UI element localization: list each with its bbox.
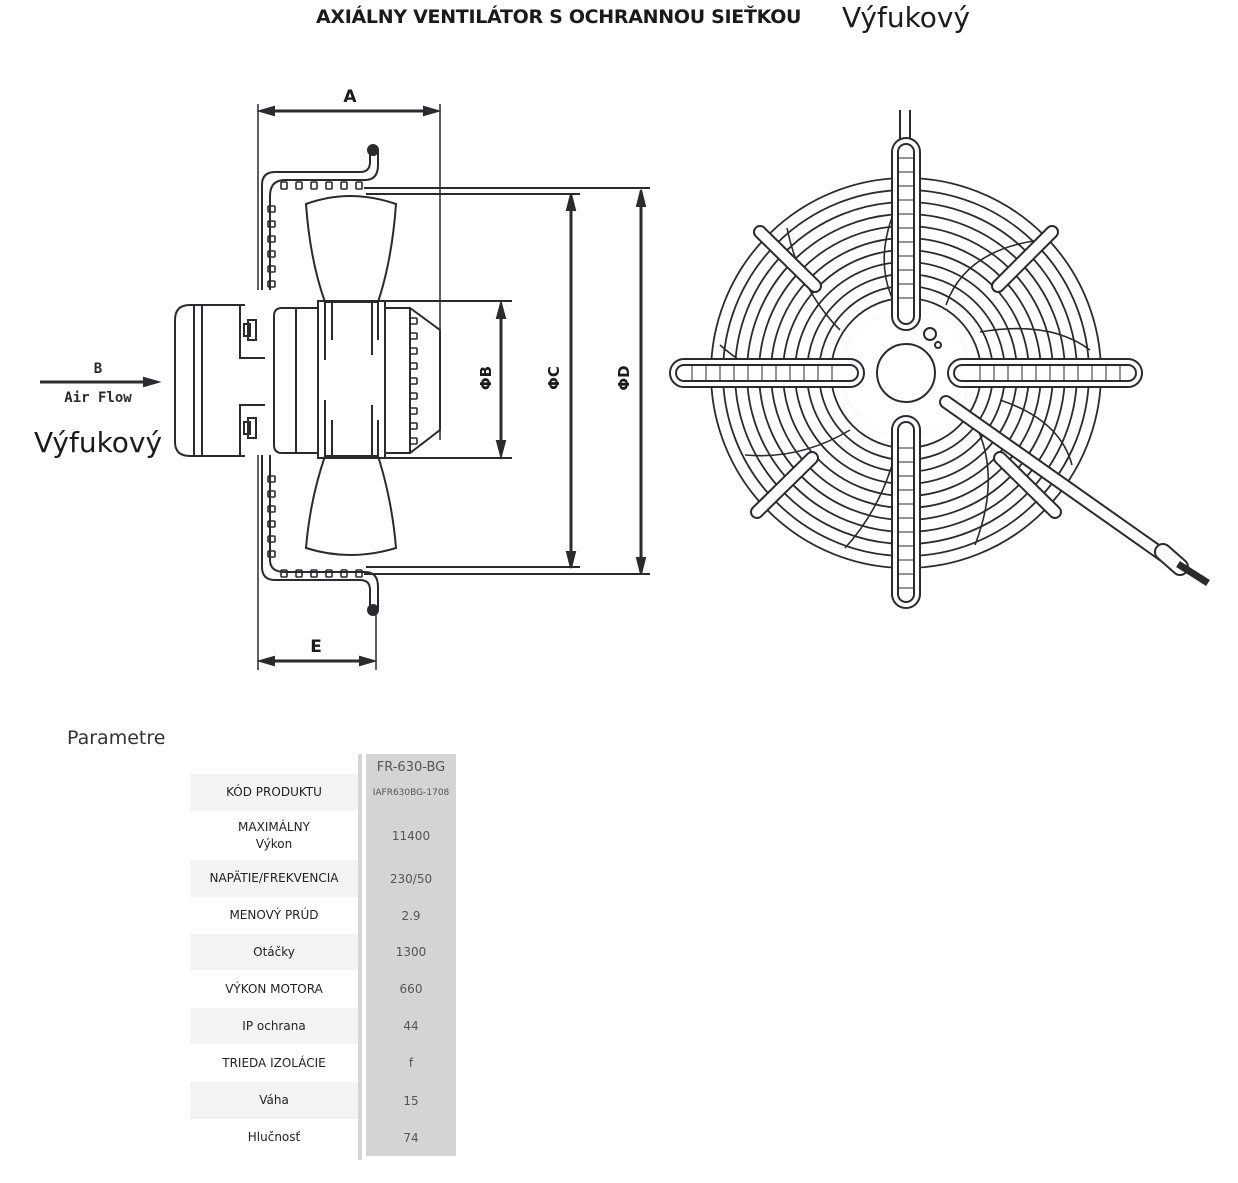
table-row: Hlučnosť 74 bbox=[190, 1119, 462, 1156]
cable-end bbox=[1176, 561, 1210, 586]
param-value: IAFR630BG-1708 bbox=[366, 774, 456, 811]
table-divider bbox=[358, 754, 362, 1160]
label-e: E bbox=[310, 637, 322, 657]
table-row: VÝKON MOTORA 660 bbox=[190, 970, 462, 1008]
param-value: f bbox=[366, 1044, 456, 1082]
guard-bracket bbox=[891, 137, 921, 331]
blade-edge bbox=[974, 429, 990, 546]
hole bbox=[923, 327, 937, 341]
airflow-type-label: Výfukový bbox=[34, 426, 163, 459]
param-value: 11400 bbox=[366, 811, 456, 860]
table-row: MENOVÝ PRÚD 2.9 bbox=[190, 897, 462, 934]
side-view bbox=[40, 104, 650, 670]
table-row: MAXIMÁLNY Výkon 11400 bbox=[190, 811, 462, 860]
guard-bracket bbox=[993, 451, 1062, 519]
airflow-letter: B bbox=[94, 361, 102, 377]
blade-edge bbox=[945, 239, 1041, 306]
param-name: VÝKON MOTORA bbox=[225, 981, 323, 996]
guard-bracket bbox=[947, 358, 1143, 388]
blade-edge bbox=[979, 327, 1091, 351]
blade-edge bbox=[744, 429, 851, 457]
param-name: TRIEDA IZOLÁCIE bbox=[222, 1055, 326, 1070]
airflow-label: Air Flow bbox=[64, 390, 132, 406]
page-subtitle: Výfukový bbox=[842, 1, 971, 34]
param-name: IP ochrana bbox=[190, 1008, 358, 1044]
guard-bracket bbox=[669, 358, 865, 388]
technical-drawing: A E ΦB ΦC ΦD B Air Flow bbox=[40, 87, 1210, 670]
blade-edge bbox=[844, 454, 896, 549]
label-phi-c: ΦC bbox=[545, 366, 563, 390]
page-title: AXIÁLNY VENTILÁTOR S OCHRANNOU SIEŤKOU bbox=[316, 6, 802, 28]
param-name: Otáčky bbox=[190, 934, 358, 970]
label-a: A bbox=[343, 87, 357, 107]
param-name: Hlučnosť bbox=[247, 1130, 301, 1144]
param-name: Váha bbox=[190, 1082, 358, 1119]
param-value: 1300 bbox=[366, 934, 456, 970]
param-value: 660 bbox=[366, 970, 456, 1008]
param-name: MENOVÝ PRÚD bbox=[229, 908, 319, 922]
blade-edge bbox=[999, 399, 1073, 466]
parameters-title: Parametre bbox=[67, 727, 166, 749]
label-phi-d: ΦD bbox=[615, 365, 633, 390]
param-value: 44 bbox=[366, 1008, 456, 1044]
param-value: 15 bbox=[366, 1082, 456, 1119]
param-value: 2.9 bbox=[366, 897, 456, 934]
table-row: TRIEDA IZOLÁCIE f bbox=[190, 1044, 462, 1082]
param-name: KÓD PRODUKTU bbox=[190, 774, 358, 811]
param-name: NAPÄTIE/FREKVENCIA bbox=[190, 860, 358, 897]
guard-bracket bbox=[753, 225, 822, 293]
param-value: 230/50 bbox=[366, 860, 456, 897]
hub-circle bbox=[876, 343, 936, 403]
param-name: MAXIMÁLNY Výkon bbox=[238, 819, 310, 851]
hole bbox=[934, 341, 942, 349]
guard-bracket bbox=[750, 451, 819, 519]
front-view-guard bbox=[669, 110, 1210, 609]
guard-bracket bbox=[991, 225, 1059, 293]
param-value: 74 bbox=[366, 1119, 456, 1156]
label-phi-b: ΦB bbox=[477, 366, 495, 390]
guard-bracket bbox=[891, 415, 921, 609]
